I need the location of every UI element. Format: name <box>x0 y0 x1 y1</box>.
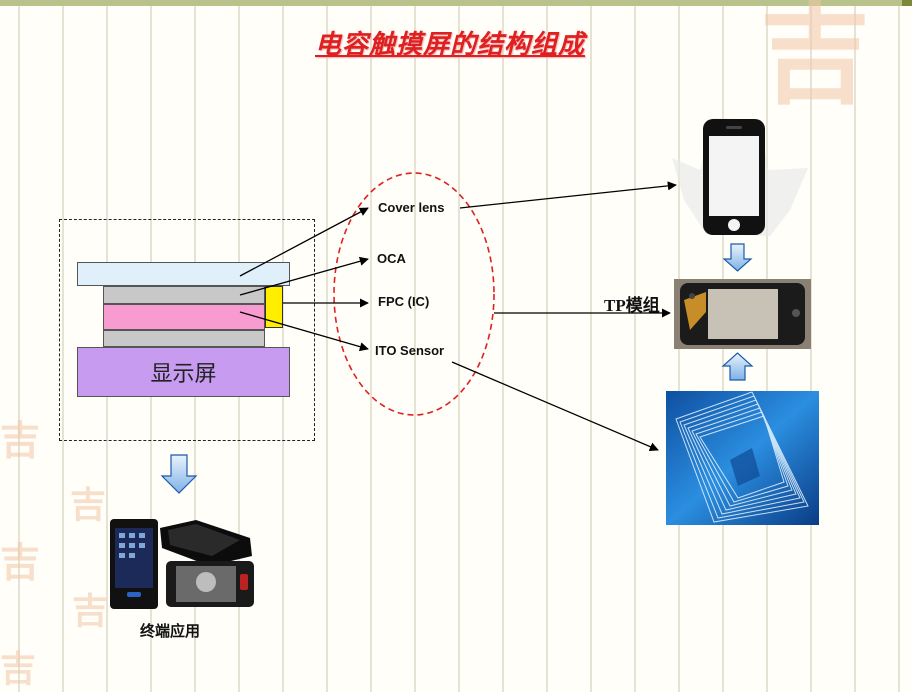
label-fpc: FPC (IC) <box>378 294 430 309</box>
cover-lens-layer <box>77 262 290 286</box>
label-tp-module: TP模组 <box>604 296 660 315</box>
arrow-cover-lens <box>239 207 369 277</box>
watermark-seal-left-1: 吉 <box>0 417 40 464</box>
arrow-to-ito-film <box>451 361 659 451</box>
oca-layer-bottom <box>103 330 265 347</box>
down-arrow-glass-to-module <box>722 243 753 272</box>
structure-dashed-box <box>59 219 315 441</box>
page-title: 电容触摸屏的结构组成 <box>314 30 585 60</box>
ito-sensor-layer <box>103 304 265 330</box>
label-oca: OCA <box>377 251 406 266</box>
terminal-devices-image <box>110 519 254 609</box>
top-bar-corner <box>902 0 912 6</box>
watermark-seal-bottom-1: 吉 <box>70 484 107 526</box>
display-layer: 显示屏 <box>77 347 290 397</box>
label-ito-sensor: ITO Sensor <box>375 343 445 358</box>
up-arrow-film-to-module <box>721 352 754 381</box>
arrow-to-cover-glass <box>459 181 677 209</box>
cover-glass-image <box>672 118 808 236</box>
watermark-seal-bottom-2: 吉 <box>72 590 109 632</box>
ito-film-image <box>666 391 819 525</box>
watermark-seal-left-2: 吉 <box>0 539 40 586</box>
top-bar <box>0 0 912 6</box>
component-group-ellipse <box>333 172 495 416</box>
fpc-block <box>265 286 283 328</box>
arrow-oca <box>239 256 369 296</box>
label-terminal-application: 终端应用 <box>140 622 201 640</box>
arrow-ito-sensor <box>239 311 369 352</box>
watermark-seal-top-right: 吉 <box>760 0 870 119</box>
oca-layer-top <box>103 286 265 304</box>
label-cover-lens: Cover lens <box>378 200 445 215</box>
tp-module-image <box>674 279 811 349</box>
down-arrow-to-terminal <box>160 454 198 494</box>
